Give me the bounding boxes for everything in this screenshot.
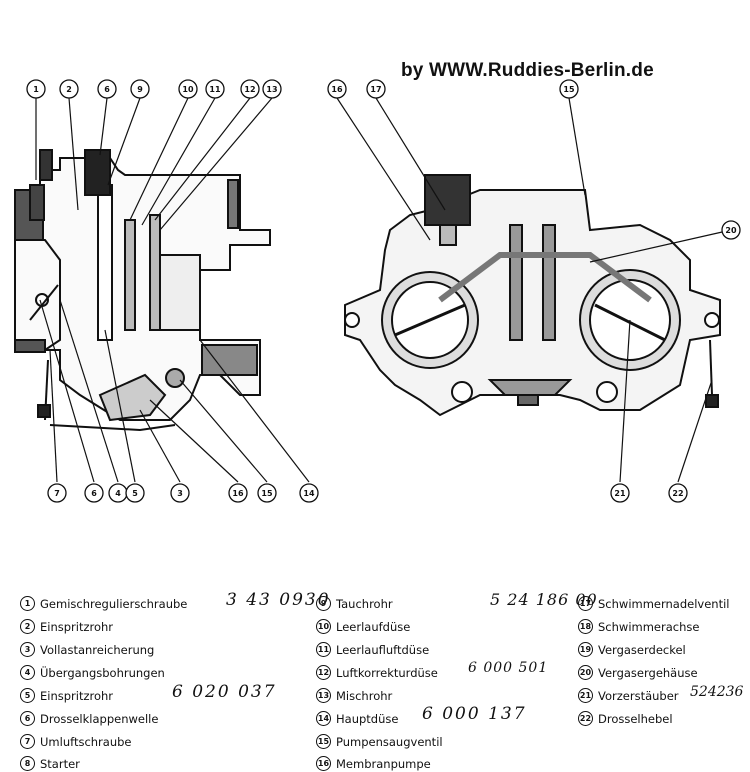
svg-text:17: 17 — [370, 85, 381, 94]
svg-text:14: 14 — [303, 489, 315, 498]
svg-text:13: 13 — [266, 85, 277, 94]
callout-9: 9 — [130, 79, 150, 99]
svg-text:22: 22 — [672, 489, 683, 498]
svg-text:3: 3 — [177, 489, 183, 498]
callout-10: 10 — [178, 79, 198, 99]
svg-text:9: 9 — [137, 85, 143, 94]
callout-6: 6 — [97, 79, 117, 99]
svg-text:6: 6 — [91, 489, 97, 498]
handwritten-part-number: 6 000 137 — [422, 704, 527, 724]
handwritten-part-number: 524236 — [690, 684, 744, 700]
svg-text:10: 10 — [182, 85, 194, 94]
svg-text:15: 15 — [261, 489, 273, 498]
callout-r20: 20 — [721, 220, 741, 240]
svg-text:12: 12 — [244, 85, 255, 94]
handwritten-part-number: 6 000 501 — [468, 660, 549, 676]
svg-text:16: 16 — [232, 489, 244, 498]
carburetor-diagram: 1 2 6 9 10 11 12 13 7 6 4 5 3 16 15 14 1… — [14, 79, 741, 503]
right-section-view — [344, 174, 721, 417]
svg-text:1: 1 — [33, 85, 39, 94]
callout-r21: 21 — [610, 483, 630, 503]
callout-12: 12 — [240, 79, 260, 99]
callout-r16: 16 — [327, 79, 347, 99]
svg-text:5: 5 — [132, 489, 138, 498]
svg-text:2: 2 — [66, 85, 72, 94]
handwritten-part-number: 5 24 186 00 — [490, 590, 598, 609]
handwritten-part-number: 6 020 037 — [172, 682, 277, 702]
handwritten-part-number: 3 43 0930 — [226, 590, 331, 610]
callout-b4: 4 — [108, 483, 128, 503]
callout-b14: 14 — [299, 483, 319, 503]
callout-b6: 6 — [84, 483, 104, 503]
svg-text:11: 11 — [209, 85, 221, 94]
callout-r22: 22 — [668, 483, 688, 503]
callout-r15: 15 — [559, 79, 579, 99]
callout-b7: 7 — [47, 483, 67, 503]
site-watermark: by WWW.Ruddies-Berlin.de — [401, 60, 654, 81]
callout-circles: 1 2 6 9 10 11 12 13 7 6 4 5 3 16 15 14 1… — [26, 79, 741, 503]
svg-text:4: 4 — [115, 489, 121, 498]
svg-text:15: 15 — [563, 85, 575, 94]
left-section-view — [14, 149, 271, 432]
svg-text:16: 16 — [331, 85, 343, 94]
svg-text:7: 7 — [54, 489, 60, 498]
callout-11: 11 — [205, 79, 225, 99]
callout-1: 1 — [26, 79, 46, 99]
callout-b16: 16 — [228, 483, 248, 503]
svg-text:20: 20 — [725, 226, 737, 235]
svg-text:21: 21 — [614, 489, 626, 498]
callout-2: 2 — [59, 79, 79, 99]
callout-r17: 17 — [366, 79, 386, 99]
callout-b5: 5 — [125, 483, 145, 503]
leader-lines — [35, 97, 732, 483]
svg-text:6: 6 — [104, 85, 110, 94]
callout-b15: 15 — [257, 483, 277, 503]
callout-13: 13 — [262, 79, 282, 99]
callout-b3: 3 — [170, 483, 190, 503]
